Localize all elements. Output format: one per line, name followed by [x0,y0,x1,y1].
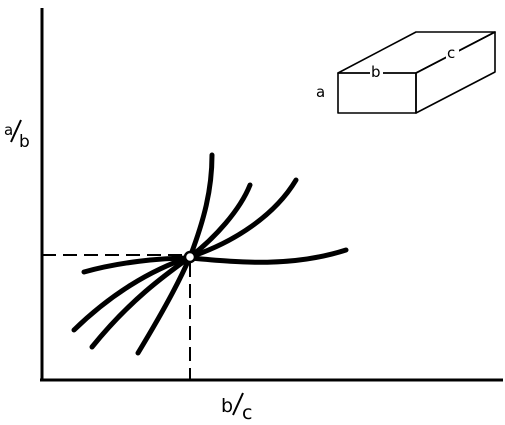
box-label-b-backdrop [370,62,383,80]
x-axis-label: b c [221,392,252,424]
y-axis-label: a b [4,119,30,152]
x-label-slash [232,392,244,416]
y-label-denominator: b [19,132,30,152]
axes [40,8,503,382]
x-label-denominator: c [242,402,252,424]
box-top-face [337,31,496,74]
box-label-b: b [371,63,381,81]
box-label-a: a [316,83,325,101]
curve-shallow [81,247,349,275]
box-inset: a b c [316,31,496,114]
y-label-numerator: a [4,121,13,139]
box-label-c-backdrop [446,44,459,60]
reference-lines [42,254,191,380]
intersection-point [183,250,197,264]
x-label-numerator: b [221,395,233,417]
box-right-face [415,31,496,114]
y-label-slash [10,119,22,143]
box-label-c: c [447,44,455,62]
box-edges [337,31,496,114]
